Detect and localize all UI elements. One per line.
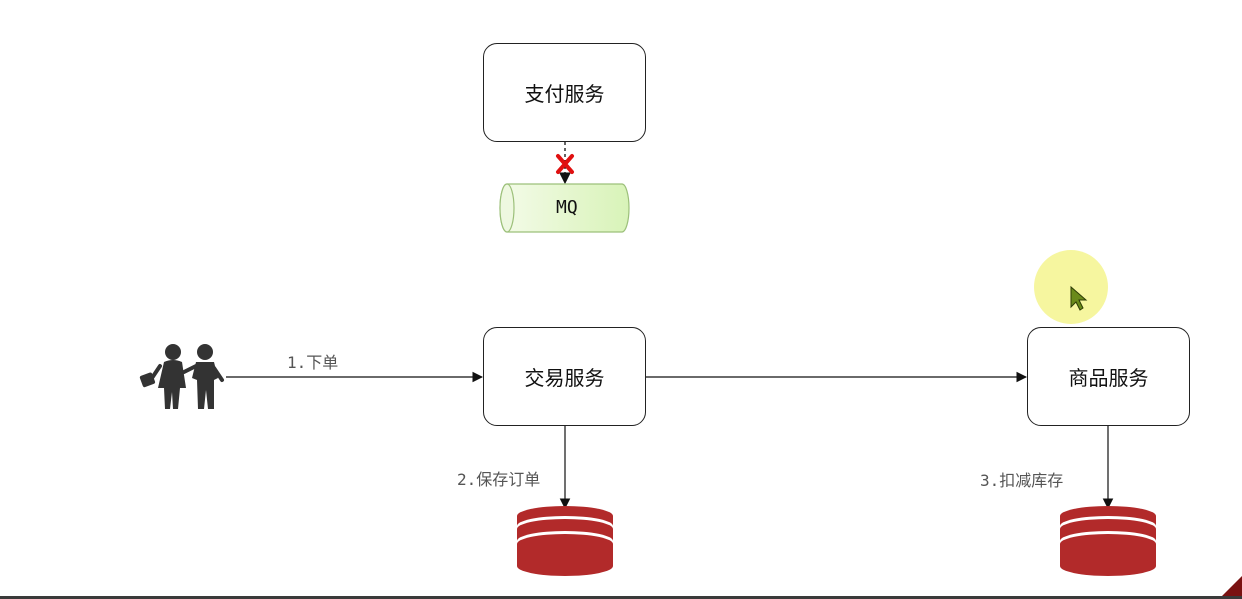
mq-label: MQ xyxy=(556,197,578,218)
bottom-bar xyxy=(0,596,1242,599)
pay-service-label: 支付服务 xyxy=(524,82,605,106)
pay-service-node: 支付服务 xyxy=(483,43,646,142)
database-icon xyxy=(517,506,613,576)
mq-cylinder xyxy=(499,183,630,233)
edge-label-order: 1.下单 xyxy=(287,353,339,372)
trade-service-node: 交易服务 xyxy=(483,327,646,426)
corner-marker xyxy=(1222,576,1242,596)
database-icon xyxy=(1060,506,1156,576)
goods-service-label: 商品服务 xyxy=(1068,366,1149,390)
mouse-cursor-icon xyxy=(1070,285,1088,311)
users-icon xyxy=(139,344,224,409)
goods-service-node: 商品服务 xyxy=(1027,327,1190,426)
trade-service-label: 交易服务 xyxy=(524,366,605,390)
edge-label-deduct-stock: 3.扣减库存 xyxy=(980,471,1064,490)
red-cross-icon xyxy=(556,154,574,174)
edge-label-save-order: 2.保存订单 xyxy=(457,470,541,489)
